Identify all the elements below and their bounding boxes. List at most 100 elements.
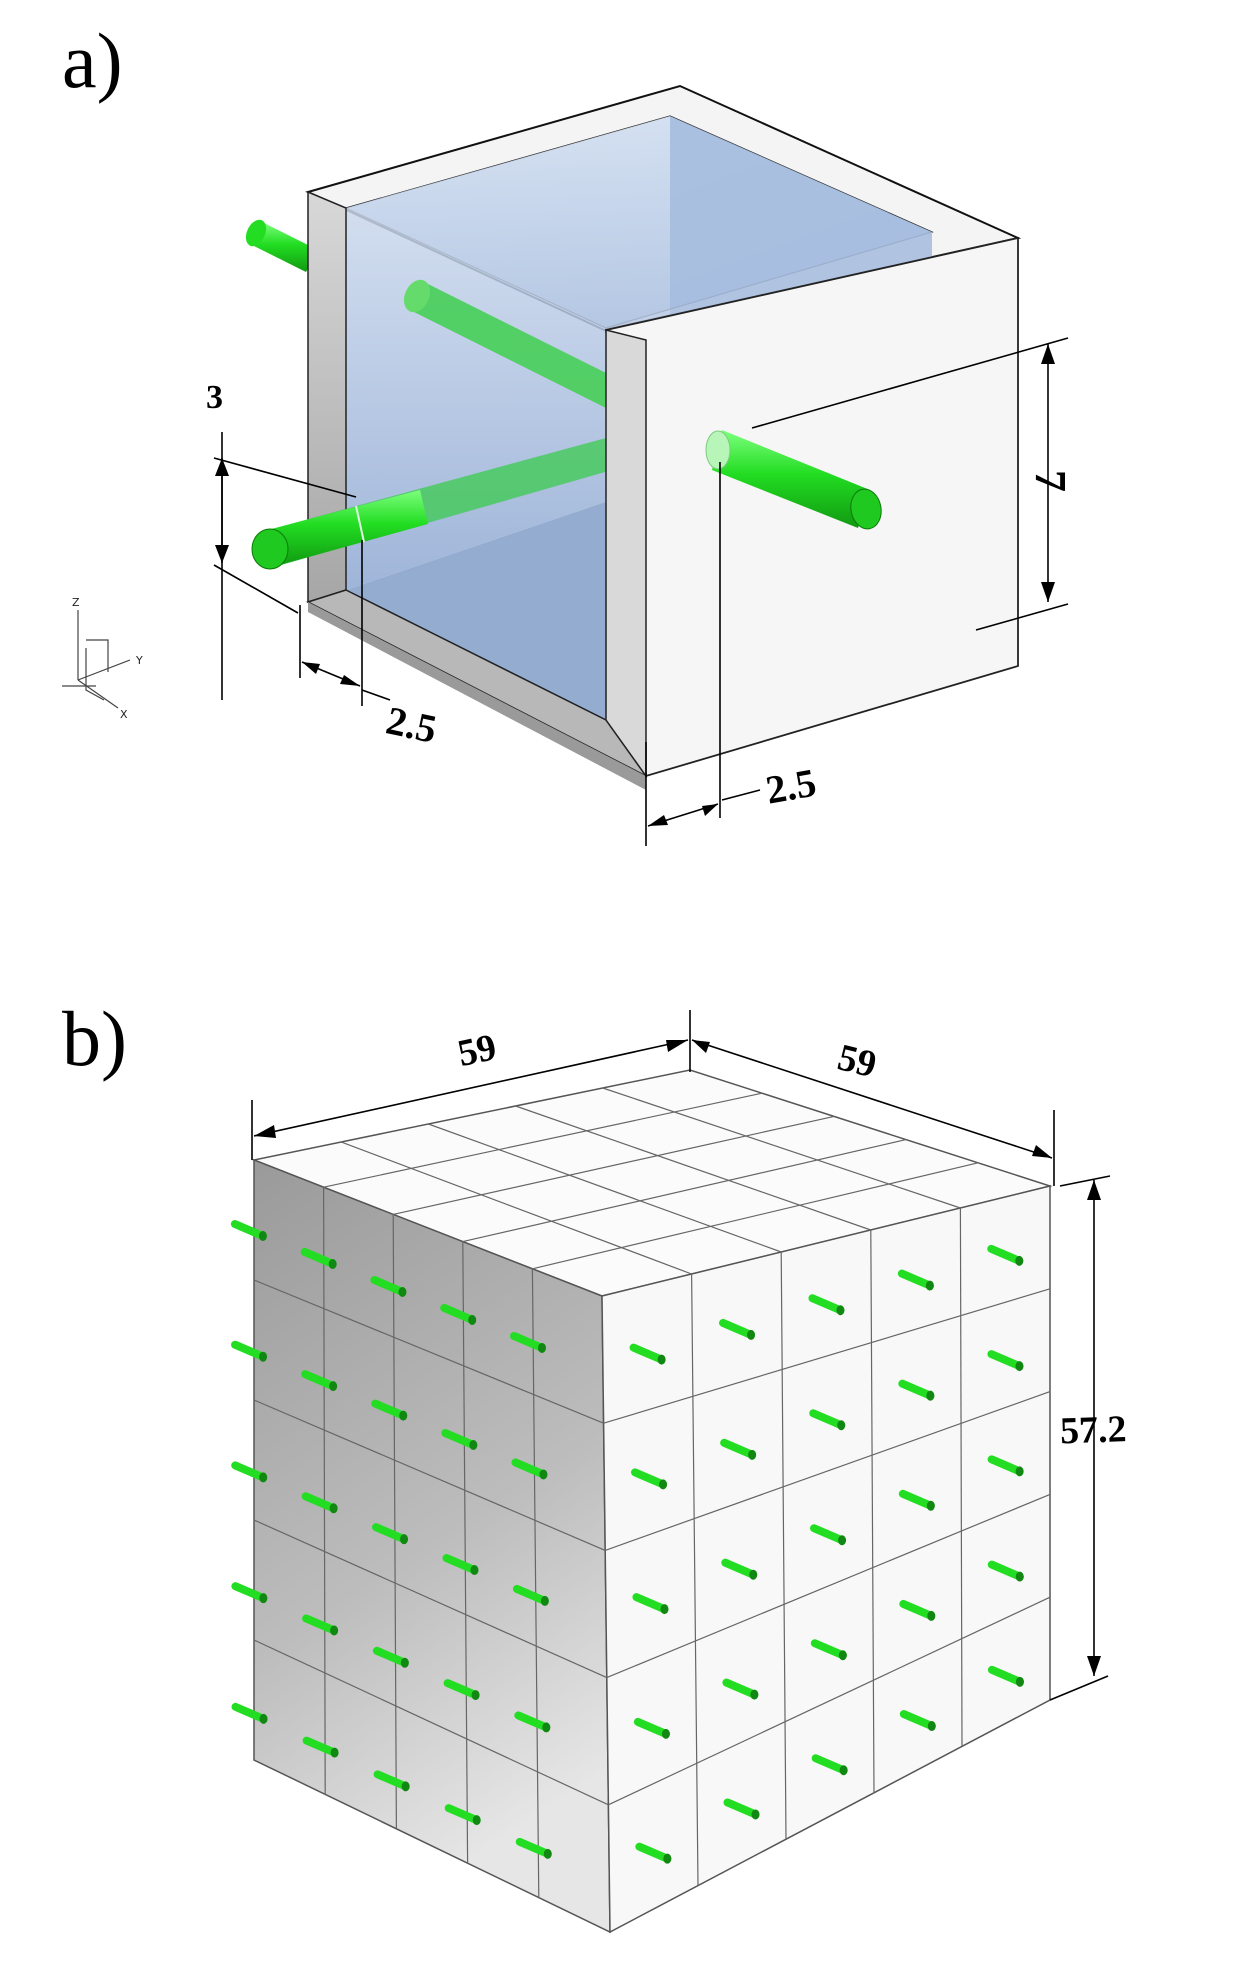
rod-front-end <box>927 1610 936 1621</box>
rod-back-left <box>245 219 318 272</box>
front-grid-line <box>604 1391 1051 1551</box>
rod-right <box>705 430 882 530</box>
rod-left-end <box>259 1713 268 1724</box>
rod-left <box>371 1399 408 1420</box>
rod-left <box>441 1429 478 1450</box>
rod-left-end <box>401 1781 410 1792</box>
rod-left <box>370 1275 407 1296</box>
top-grid-line <box>515 1105 871 1231</box>
left-grid-line <box>531 1268 540 1898</box>
rod-front-end <box>837 1420 846 1431</box>
rod-left <box>514 1711 551 1732</box>
rod-front-end <box>1015 1361 1024 1372</box>
front-grid-line <box>606 1493 1051 1679</box>
rod-front-end <box>661 1728 670 1739</box>
axis-triad <box>62 610 131 709</box>
rod-left-end <box>258 1230 267 1241</box>
rod-left <box>444 1804 481 1825</box>
dimension-arrows-b <box>254 1040 1101 1676</box>
rod-front <box>720 1438 757 1459</box>
block-grid <box>253 1087 1051 1898</box>
left-grid-line <box>253 1279 604 1424</box>
left-grid-line <box>323 1187 326 1795</box>
rod-left-end <box>328 1258 337 1269</box>
block-rods <box>230 1219 1024 1864</box>
rod-left <box>300 1247 337 1268</box>
rod-left <box>302 1736 339 1757</box>
top-grid-line <box>428 1123 782 1253</box>
top-grid-line <box>532 1162 979 1270</box>
front-grid-line <box>780 1251 787 1840</box>
panel-b-label: b) <box>62 995 127 1082</box>
rod-front <box>632 1593 669 1614</box>
front-grid-line <box>959 1207 963 1747</box>
rod-left <box>443 1679 480 1700</box>
rod-front <box>722 1678 759 1699</box>
rod-left-end <box>329 1503 338 1514</box>
rod-left <box>230 1219 267 1240</box>
rod-left-end <box>470 1565 479 1576</box>
top-grid-line <box>393 1115 835 1215</box>
rod-left <box>511 1458 548 1479</box>
rod-front <box>635 1842 672 1863</box>
rod-left <box>372 1646 409 1667</box>
rod-front-end <box>751 1809 760 1820</box>
rod-left <box>512 1584 549 1605</box>
rod-front-end <box>1015 1255 1024 1266</box>
rod-front <box>810 1524 847 1545</box>
rod-left <box>301 1492 338 1513</box>
rod-left-end <box>468 1314 477 1325</box>
wall-left <box>306 190 647 790</box>
rod-left-end <box>330 1625 339 1636</box>
dim-height: 57.2 <box>1059 1408 1127 1452</box>
dim-width-left: 59 <box>454 1026 500 1075</box>
rod-left <box>373 1770 410 1791</box>
panel-a-label: a) <box>62 17 123 104</box>
rod-front <box>809 1409 846 1430</box>
rod-front-lower <box>251 438 612 570</box>
dim-wall-left: 2.5 <box>382 697 440 751</box>
dimension-lines-a <box>213 337 1069 846</box>
rod-front-end <box>838 1535 847 1546</box>
left-grid-line <box>253 1399 606 1551</box>
rod-left-end <box>330 1747 339 1758</box>
rod-front-end <box>749 1569 758 1580</box>
rod-front-end <box>750 1689 759 1700</box>
rod-left-end <box>472 1815 481 1826</box>
axis-z-label: Z <box>72 596 80 609</box>
rod-front-end <box>660 1604 669 1615</box>
rod-front-end <box>1015 1466 1024 1477</box>
rod-left <box>442 1554 479 1575</box>
rod-left <box>515 1837 552 1858</box>
rod-front-end <box>926 1390 935 1401</box>
rod-left-end <box>471 1690 480 1701</box>
rod-front-end <box>839 1765 848 1776</box>
rod-front-end <box>657 1354 666 1365</box>
rod-front-end <box>748 1449 757 1460</box>
rod-left-end <box>537 1342 546 1353</box>
rod-front-end <box>1015 1676 1024 1687</box>
rod-left-end <box>542 1722 551 1733</box>
rod-left <box>302 1614 339 1635</box>
rod-front <box>629 1343 666 1364</box>
rod-front <box>898 1489 935 1510</box>
rod-front-end <box>659 1479 668 1490</box>
rod-front-end <box>663 1853 672 1864</box>
front-grid-line <box>603 1288 1051 1424</box>
rod-left <box>231 1461 268 1482</box>
rod-left <box>231 1340 268 1361</box>
rod-left <box>509 1331 546 1352</box>
axis-y-label: Y <box>135 654 143 667</box>
front-grid-line <box>691 1273 699 1886</box>
dimension-lines-b <box>251 1010 1111 1701</box>
left-grid-line <box>462 1241 469 1864</box>
rod-left <box>231 1702 268 1723</box>
rod-left <box>301 1370 338 1391</box>
left-grid-line <box>253 1639 609 1806</box>
front-grid-line <box>608 1596 1051 1806</box>
block-front-face <box>601 1185 1051 1934</box>
dim-wall-right: 2.5 <box>762 760 819 813</box>
rod-left-end <box>259 1593 268 1604</box>
